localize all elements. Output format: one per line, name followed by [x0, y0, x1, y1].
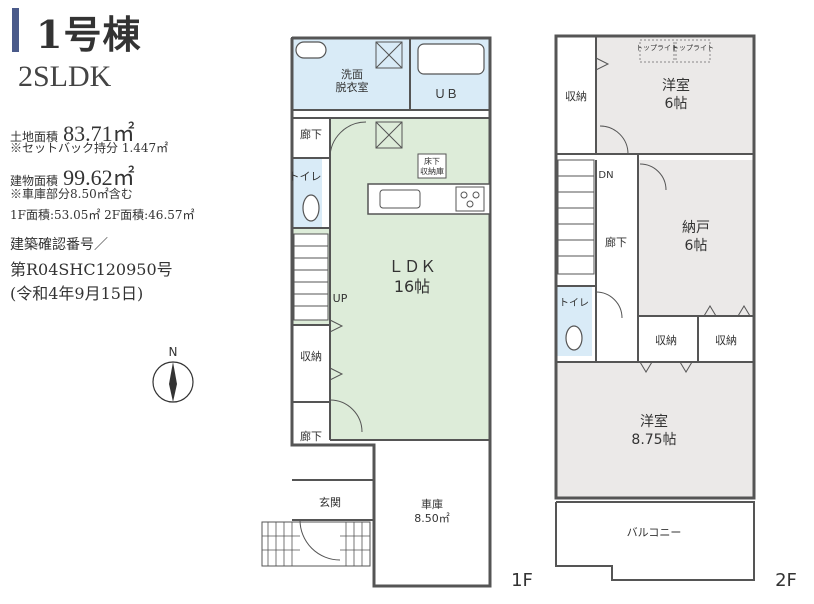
washroom-label-1: 洗面 [341, 68, 363, 81]
hall-2f-label: 廊下 [605, 235, 627, 249]
floor-plan-2f: トップライト トップライト 洋室 6帖 収納 DN 廊下 納戸 6帖 トイレ 収… [554, 34, 797, 591]
washroom-label-2: 脱衣室 [336, 80, 369, 94]
closet-size: 6帖 [685, 238, 708, 254]
floor-plan-1f: 洗面 脱衣室 ＵＢ 廊下 トイレ 床下 収納庫 ＬＤＫ 16帖 UP 収納 廊下… [261, 36, 533, 591]
stairs-1f [293, 233, 329, 321]
closet-fill [638, 160, 754, 316]
permit-number: 第R04SHC120950号 [10, 260, 173, 279]
door-arc-ldk [329, 121, 367, 159]
shaft-box-1 [375, 41, 403, 69]
door-arc-toilet2 [595, 291, 623, 319]
toilet-2f-label: トイレ [559, 298, 589, 309]
storage-door-mark-1 [329, 319, 344, 333]
land-area-value: 83.71㎡ [63, 121, 135, 146]
burner-2-icon [472, 191, 480, 199]
hall-bottom-label: 廊下 [300, 429, 322, 443]
kitchen-sink-icon [379, 189, 421, 209]
toplight-box-2 [675, 39, 711, 63]
washbasin-icon [295, 41, 327, 59]
toplight-label-1: トップライト [636, 44, 678, 52]
title-accent-bar [12, 8, 19, 52]
shaft-x-2 [375, 121, 403, 149]
bathtub-icon [417, 43, 485, 75]
shaft-x-1 [375, 41, 403, 69]
building-area-label: 建物面積 [10, 174, 59, 188]
door-arc-entrance [299, 519, 341, 561]
building-area-row: 建物面積 99.62㎡ [10, 160, 135, 192]
floor-1f-label: 1F [511, 570, 533, 591]
western1-fill [596, 36, 754, 154]
toilet-1f-icon [302, 194, 320, 222]
ub-label: ＵＢ [434, 87, 458, 101]
toilet-1f-label: トイレ [289, 170, 322, 183]
land-area-row: 土地面積 83.71㎡ [10, 116, 135, 148]
storage-door-mark-2f [595, 57, 610, 71]
permit-date: (令和4年9月15日) [10, 284, 144, 303]
door-arc-closet [639, 163, 667, 191]
balcony-label: バルコニー [627, 526, 682, 539]
toplight-label-2: トップライト [672, 44, 714, 52]
layout-type: 2SLDK [18, 60, 112, 93]
western2-label: 洋室 [640, 413, 668, 430]
outer-wall-2f [554, 34, 756, 500]
entrance-label: 玄関 [319, 495, 341, 509]
underfloor-storage-box [417, 153, 447, 179]
building-title: 1号棟 [36, 12, 142, 57]
western2-fill [556, 362, 754, 498]
garage-label: 車庫 [421, 497, 443, 511]
shaft-box-2 [375, 121, 403, 149]
compass-north-label: N [169, 345, 178, 359]
closet-label: 納戸 [682, 220, 710, 236]
toilet-2f-icon [565, 325, 583, 351]
storage-2f-label-2: 収納 [715, 334, 737, 347]
up-label: UP [333, 292, 348, 305]
balcony-outline [555, 501, 755, 581]
western2-door-mark-1 [639, 361, 653, 373]
north-compass: N [152, 345, 194, 403]
door-arc-western1 [599, 125, 629, 155]
toplight-box-1 [639, 39, 675, 63]
burner-1-icon [460, 191, 468, 199]
garage-note: ※車庫部分8.50㎡含む [10, 187, 133, 201]
porch-outline [261, 521, 371, 567]
storage-door-mark-4 [737, 305, 751, 317]
floor-2f-label: 2F [775, 570, 797, 591]
door-arc-hall [329, 399, 363, 433]
building-area-value: 99.62㎡ [63, 165, 135, 190]
western2-door-mark-2 [679, 361, 693, 373]
land-area-label: 土地面積 [10, 130, 59, 144]
wet-area-block [291, 37, 491, 119]
stairs-2f [557, 159, 595, 275]
underfloor-label-1: 床下 [424, 156, 440, 166]
ldk-size: 16帖 [394, 277, 430, 296]
storage-left-label: 収納 [565, 90, 587, 103]
compass-needle [169, 362, 177, 402]
underfloor-label-2: 収納庫 [420, 166, 444, 176]
floor-areas: 1F面積:53.05㎡ 2F面積:46.57㎡ [10, 208, 195, 222]
storage-door-mark-3 [703, 305, 717, 317]
garage-size: 8.50㎡ [414, 512, 450, 525]
permit-label: 建築確認番号／ [10, 237, 108, 253]
burner-3-icon [466, 200, 474, 208]
storage-door-mark-2 [329, 367, 344, 381]
western2-size: 8.75帖 [631, 432, 676, 448]
storage-2f-label-1: 収納 [655, 334, 677, 347]
setback-note: ※セットバック持分 1.447㎡ [10, 141, 169, 155]
western1-label: 洋室 [662, 77, 690, 94]
storage-1f-label: 収納 [300, 350, 322, 363]
porch-hatch [262, 522, 370, 566]
dn-label: DN [598, 170, 613, 181]
ldk-label: ＬＤＫ [388, 257, 436, 276]
hall-top-label: 廊下 [300, 127, 322, 141]
western1-size: 6帖 [665, 96, 688, 112]
